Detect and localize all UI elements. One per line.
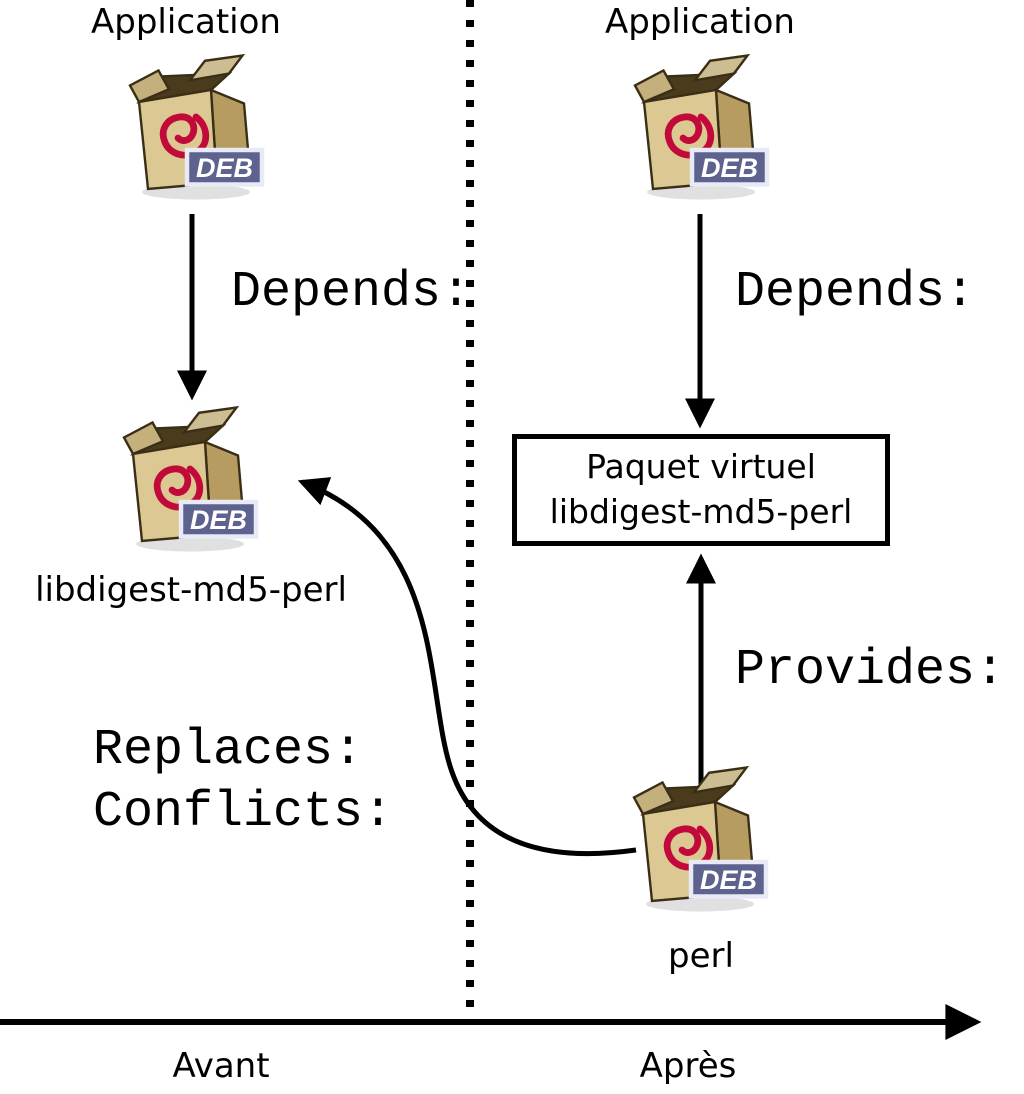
deb-package-icon-application-left bbox=[118, 54, 268, 204]
virtual-package-box-line1: Paquet virtuel bbox=[586, 447, 816, 487]
application-label-right: Application bbox=[605, 2, 795, 42]
deb-package-icon-libdigest bbox=[112, 406, 262, 556]
timeline-after-label: Après bbox=[639, 1046, 737, 1086]
depends-label-right: Depends: bbox=[735, 264, 976, 321]
deb-package-icon-perl bbox=[622, 766, 772, 916]
virtual-package-box-line2: libdigest-md5-perl bbox=[549, 492, 853, 531]
deb-package-icon bbox=[118, 54, 268, 204]
package-name-perl: perl bbox=[668, 936, 734, 976]
replaces-label: Replaces: bbox=[93, 722, 364, 779]
conflicts-label: Conflicts: bbox=[93, 784, 394, 841]
depends-label-left: Depends: bbox=[231, 264, 472, 321]
replaces-conflicts-arrow bbox=[297, 477, 637, 857]
deb-package-icon bbox=[112, 406, 262, 556]
package-name-libdigest: libdigest-md5-perl bbox=[35, 570, 347, 610]
deb-package-icon bbox=[622, 766, 772, 916]
deb-package-icon bbox=[623, 54, 773, 204]
virtual-package-box: Paquet virtuel libdigest-md5-perl bbox=[512, 434, 890, 546]
provides-label: Provides: bbox=[735, 642, 1006, 699]
application-label-left: Application bbox=[91, 2, 281, 42]
deb-package-icon-application-right bbox=[623, 54, 773, 204]
timeline-before-label: Avant bbox=[172, 1046, 270, 1086]
